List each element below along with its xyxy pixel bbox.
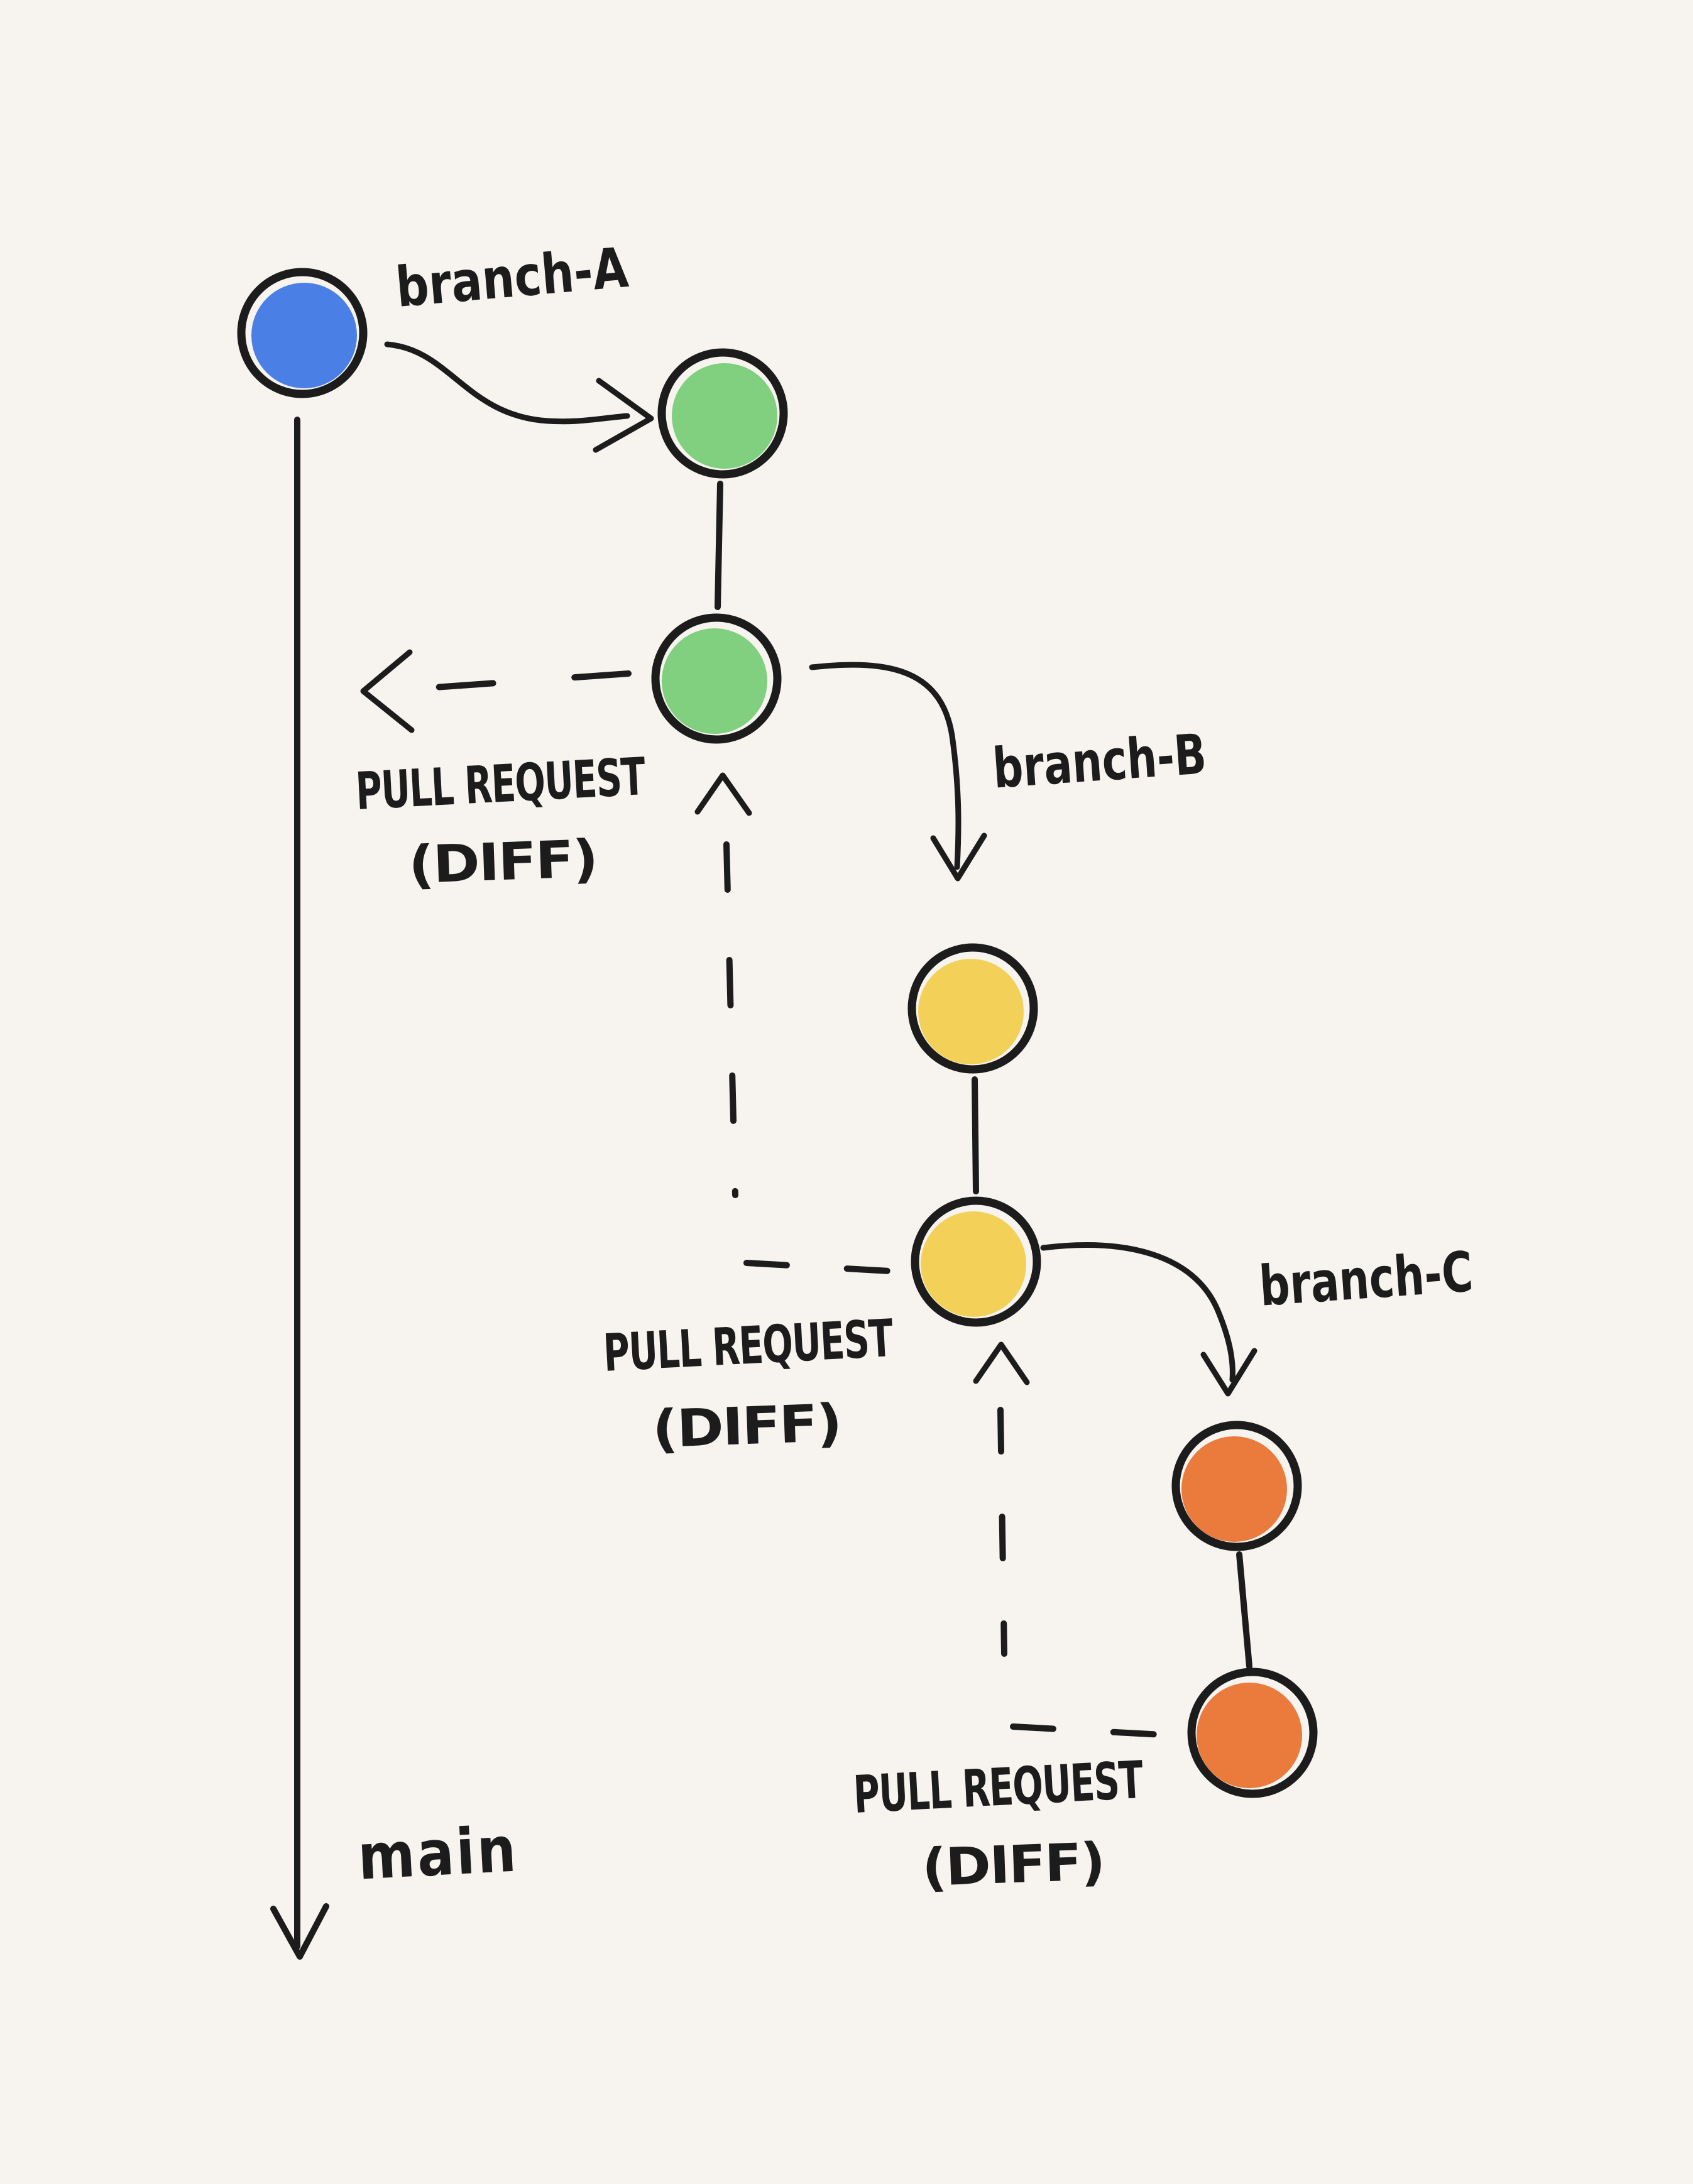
label-pull-request-c-to-b: PULL REQUEST (DIFF) (852, 1750, 1145, 1898)
connector-branch-c-commits (1236, 1551, 1252, 1669)
label-pull-request-a-to-main: PULL REQUEST (DIFF) (354, 747, 647, 895)
pr-arrow-a-to-main-head-icon (360, 649, 415, 733)
label-branch-b: branch-B (991, 721, 1208, 800)
pr-subtitle-b-to-a: (DIFF) (651, 1394, 841, 1460)
label-branch-a: branch-A (393, 235, 631, 320)
commit-node-branch-c-2 (1187, 1668, 1318, 1798)
commit-outline-branch-c-1 (1171, 1421, 1302, 1551)
commit-fill-main (251, 283, 357, 388)
pr-arrow-a-to-main-dashes (432, 670, 632, 691)
commit-outline-main (237, 268, 368, 398)
pr-title-c-to-b: PULL REQUEST (852, 1750, 1145, 1825)
label-main: main (356, 1812, 520, 1894)
label-pull-request-b-to-a: PULL REQUEST (DIFF) (602, 1309, 895, 1460)
pr-title-a-to-main: PULL REQUEST (354, 747, 647, 822)
commit-node-branch-a-1 (657, 348, 788, 479)
pr-arrow-c-to-b-horizontal-dashes (1010, 1723, 1177, 1739)
arrow-branch-a-to-branch-b (809, 662, 962, 870)
commit-fill-branch-a-1 (672, 363, 777, 469)
arrow-branch-a-head-icon (593, 378, 654, 453)
commit-outline-branch-c-2 (1187, 1668, 1318, 1798)
pr-subtitle-c-to-b: (DIFF) (921, 1832, 1105, 1898)
commit-outline-branch-b-2 (911, 1196, 1041, 1327)
commit-node-branch-a-2 (651, 613, 782, 744)
commit-node-main (237, 268, 368, 398)
arrow-main-to-branch-a (384, 341, 630, 425)
arrow-branch-c-head-icon (1200, 1348, 1257, 1397)
pr-arrow-b-to-a-head-icon (694, 772, 752, 816)
connector-branch-a-commits (715, 481, 723, 610)
pr-subtitle-a-to-main: (DIFF) (407, 829, 598, 895)
main-branch-arrowhead-icon (270, 1903, 329, 1960)
commit-fill-branch-c-2 (1197, 1683, 1302, 1788)
commit-node-branch-b-2 (911, 1196, 1041, 1327)
pr-arrow-c-to-b-head-icon (973, 1341, 1030, 1385)
label-branch-c: branch-C (1257, 1239, 1475, 1318)
commit-fill-branch-b-1 (918, 959, 1024, 1064)
commit-fill-branch-b-2 (921, 1211, 1026, 1317)
commit-outline-branch-a-2 (651, 613, 782, 744)
pr-arrow-c-to-b-vertical-dashes (997, 1407, 1007, 1657)
pr-arrow-b-to-a-horizontal-dashes (743, 1260, 904, 1275)
commit-outline-branch-b-1 (907, 943, 1038, 1074)
connector-branch-b-commits (972, 1076, 979, 1194)
commit-node-branch-c-1 (1171, 1421, 1302, 1551)
commit-fill-branch-c-1 (1181, 1436, 1287, 1542)
commit-fill-branch-a-2 (662, 628, 767, 734)
commit-node-branch-b-1 (907, 943, 1038, 1074)
pr-title-b-to-a: PULL REQUEST (602, 1309, 895, 1384)
arrow-branch-b-to-branch-c (1040, 1242, 1236, 1383)
pr-arrow-b-to-a-vertical-dashes (723, 841, 738, 1198)
commit-outline-branch-a-1 (657, 348, 788, 479)
arrow-branch-b-head-icon (930, 833, 987, 882)
